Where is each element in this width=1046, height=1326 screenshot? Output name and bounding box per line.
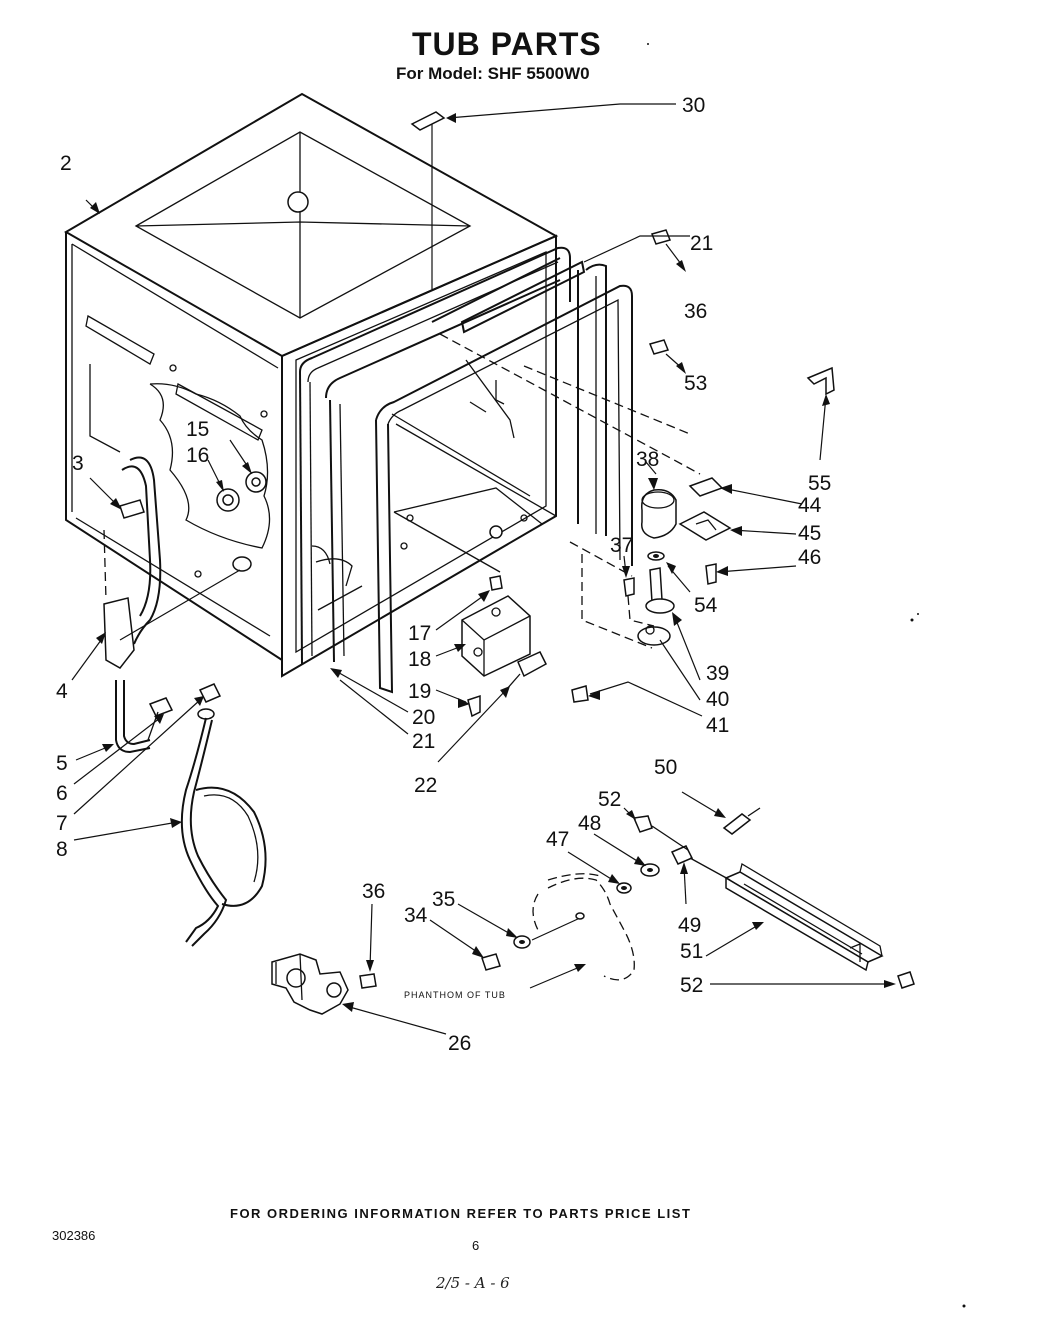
callout-16: 16 (186, 444, 209, 467)
callout-45: 45 (798, 522, 821, 545)
callout-3: 3 (72, 452, 84, 475)
callout-35: 35 (432, 888, 455, 911)
door-gaskets (299, 246, 633, 694)
right-side-parts (623, 229, 835, 646)
callout-52-top: 52 (598, 788, 621, 811)
drain-hose (180, 683, 267, 947)
callout-26: 26 (448, 1032, 471, 1055)
callout-15: 15 (186, 418, 209, 441)
model-subtitle: For Model: SHF 5500W0 (396, 64, 590, 83)
callout-36-bottom: 36 (362, 880, 385, 903)
callout-51: 51 (680, 940, 703, 963)
callout-5: 5 (56, 752, 68, 775)
callout-34: 34 (404, 904, 428, 927)
callout-53: 53 (684, 372, 707, 395)
callout-46: 46 (798, 546, 821, 569)
leader-lines-left (71, 439, 510, 841)
callout-4: 4 (56, 680, 68, 703)
callout-55: 55 (808, 472, 831, 495)
handwritten-note: 2/5 - A - 6 (436, 1274, 510, 1292)
callout-54: 54 (694, 594, 718, 617)
callout-47: 47 (546, 828, 569, 851)
callout-41: 41 (706, 714, 729, 737)
callout-38: 38 (636, 448, 659, 471)
callout-44: 44 (798, 494, 822, 517)
phantom-of-tub-label: PHANTHOM OF TUB (404, 990, 506, 1000)
callout-49: 49 (678, 914, 701, 937)
callout-37: 37 (610, 534, 633, 557)
callout-21-top: 21 (690, 232, 713, 255)
part-30-bracket (410, 103, 676, 290)
callout-18: 18 (408, 648, 431, 671)
page-number: 6 (472, 1238, 480, 1253)
document-number: 302386 (52, 1228, 96, 1243)
callout-50: 50 (654, 756, 677, 779)
callout-20: 20 (412, 706, 435, 729)
callout-8: 8 (56, 838, 68, 861)
callout-numbers: 2 3 4 5 6 7 8 15 16 17 18 19 20 21 21 22… (56, 94, 831, 1055)
page-title: TUB PARTS (412, 26, 602, 62)
callout-48: 48 (578, 812, 601, 835)
lower-assembly (271, 791, 915, 1035)
callout-21-bottom: 21 (412, 730, 435, 753)
callout-39: 39 (706, 662, 729, 685)
callout-52-bottom: 52 (680, 974, 703, 997)
callout-7: 7 (56, 812, 68, 835)
callout-22: 22 (414, 774, 437, 797)
callout-6: 6 (56, 782, 68, 805)
mounting-block (461, 575, 589, 718)
callout-30: 30 (682, 94, 705, 117)
ordering-info-note: FOR ORDERING INFORMATION REFER TO PARTS … (230, 1206, 692, 1221)
callout-40: 40 (706, 688, 729, 711)
callout-2: 2 (60, 152, 72, 175)
callout-17: 17 (408, 622, 431, 645)
tub-body (64, 92, 559, 678)
stray-marks (647, 43, 966, 1308)
callout-36-top: 36 (684, 300, 707, 323)
wire-harness (103, 456, 174, 754)
leader-lines-upper (85, 199, 830, 717)
callout-19: 19 (408, 680, 431, 703)
